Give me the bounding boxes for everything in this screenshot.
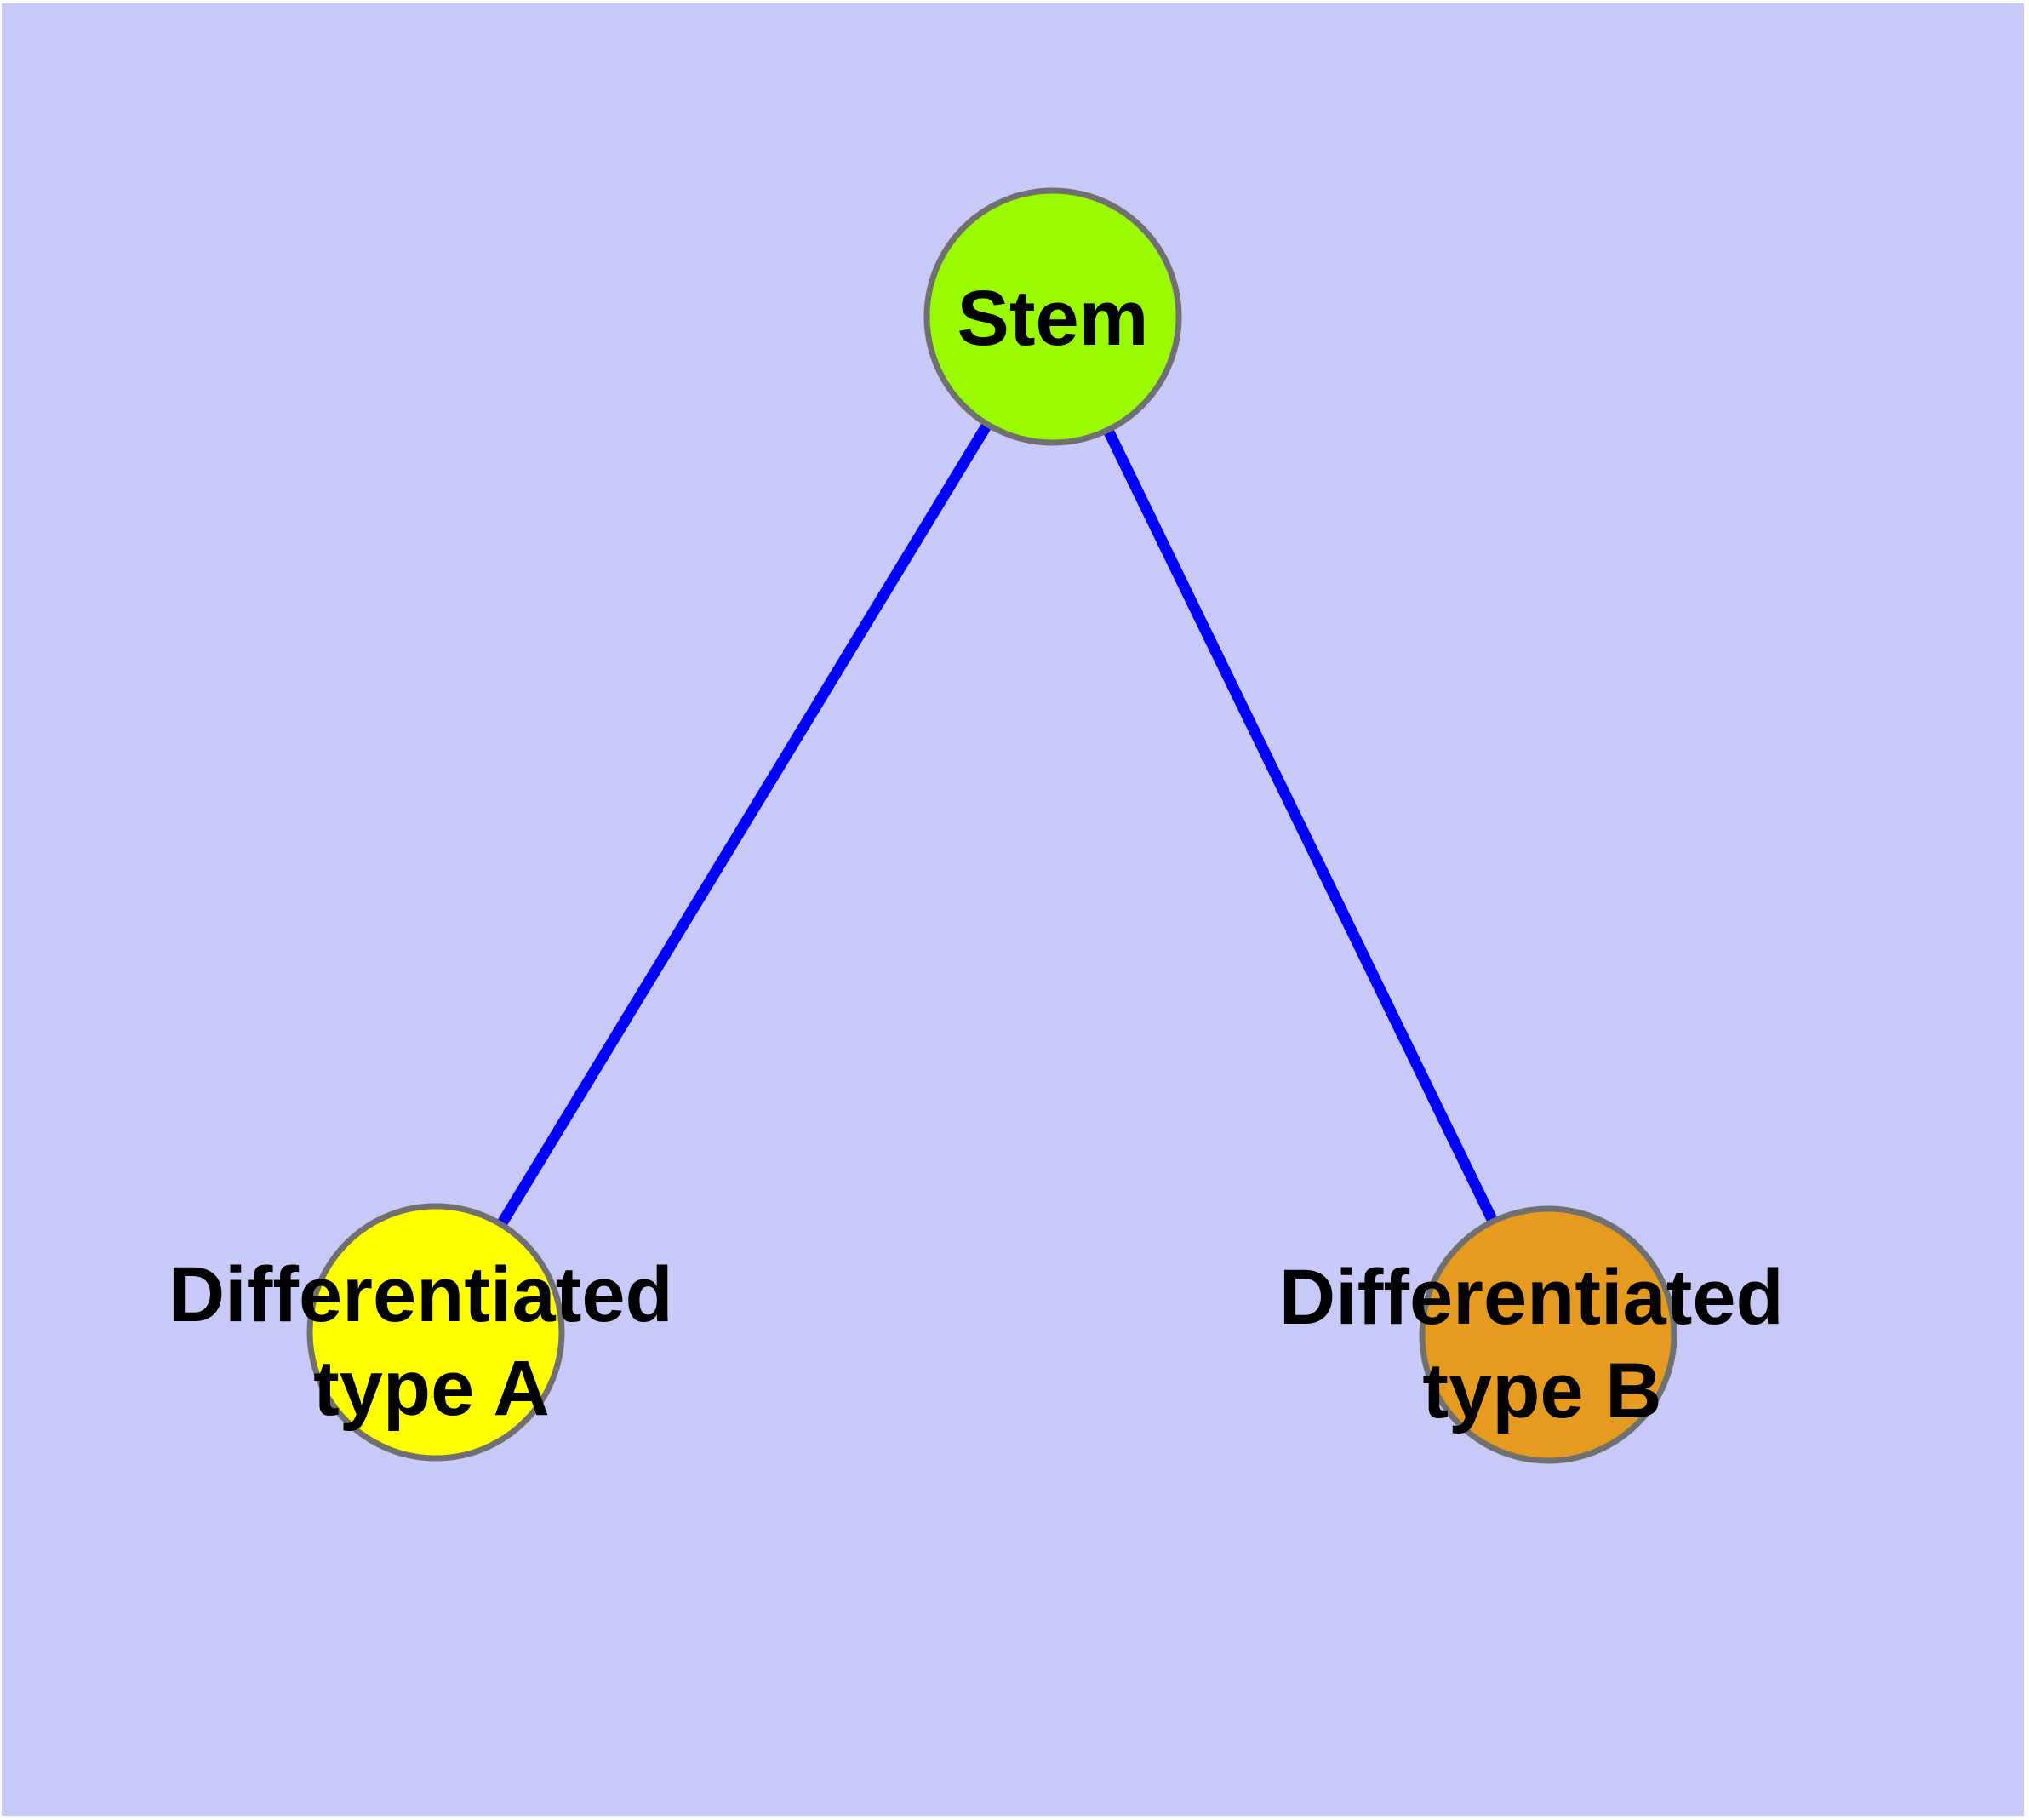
node-differentiated-type-b: Differentiated type B: [1279, 1205, 1806, 1464]
node-stem-circle: [923, 187, 1182, 446]
node-type-b-circle: [1419, 1205, 1677, 1464]
node-type-b-label: Differentiated type B: [1279, 1254, 1806, 1434]
node-type-b-label-line2: type B: [1422, 1348, 1661, 1434]
node-type-a-circle: [306, 1203, 565, 1462]
edge-stem-to-type-b: [1048, 314, 1553, 1337]
node-differentiated-type-a: Differentiated type A: [169, 1203, 695, 1462]
node-stem: Stem: [923, 187, 1182, 446]
node-type-b-label-line1: Differentiated: [1279, 1254, 1784, 1341]
node-stem-label: Stem: [957, 275, 1149, 362]
edge-stem-to-type-a: [431, 313, 1058, 1336]
node-type-a-label-line2: type A: [313, 1345, 550, 1432]
node-type-a-label-line1: Differentiated: [169, 1251, 673, 1338]
node-type-a-label: Differentiated type A: [169, 1251, 695, 1432]
